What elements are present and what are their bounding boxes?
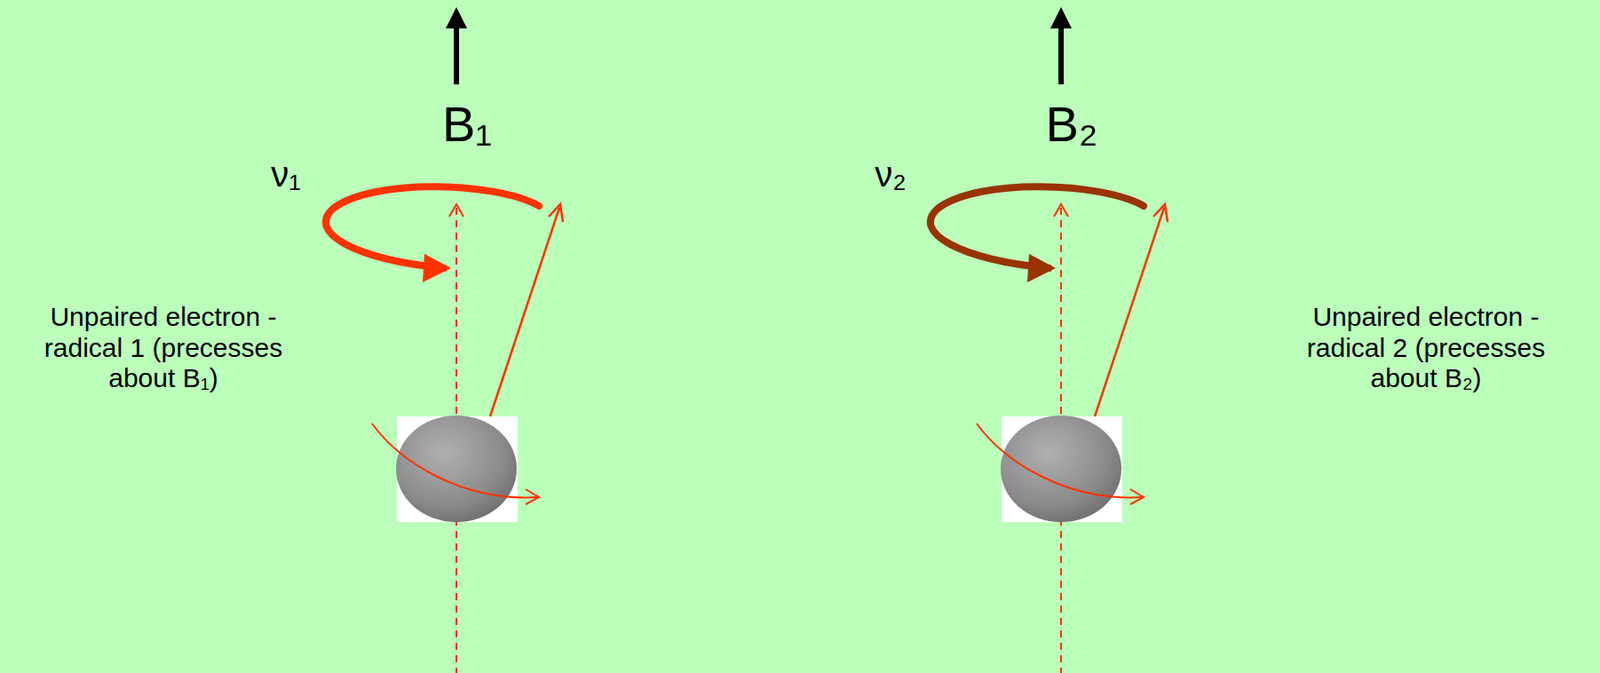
frequency-label: ν₁ [270,153,301,195]
axis-head [1053,204,1069,217]
spin-curve [372,423,538,498]
loop-arrowhead [1027,253,1056,283]
spin-vector [1094,207,1165,417]
radical-note: Unpaired electron - radical 2 (precesses… [1292,301,1560,395]
sphere-backing [1001,416,1123,523]
electron-sphere [1000,415,1122,523]
field-arrowhead [445,7,468,29]
spin-curve-head [525,489,539,505]
frequency-label: ν₂ [874,153,907,195]
precession-loop [930,186,1144,269]
spin-curve [976,423,1142,498]
field-arrow [1058,24,1064,85]
axis-head [449,204,464,217]
electron-panel [325,7,563,673]
spin-curve-head [1130,489,1144,505]
sphere-backing [396,416,518,523]
electron-panel [930,7,1168,673]
spin-vector-head [548,204,563,222]
precession-loop [325,186,539,269]
field-label: B₂ [1045,95,1098,153]
field-arrow [453,24,460,85]
loop-arrowhead [422,253,452,283]
field-label: B₁ [442,95,492,153]
field-arrowhead [1050,7,1072,29]
spin-vector-head [1153,204,1168,222]
spin-vector [490,207,560,417]
radical-note: Unpaired electron - radical 1 (precesses… [30,301,297,395]
electron-sphere [396,415,517,523]
